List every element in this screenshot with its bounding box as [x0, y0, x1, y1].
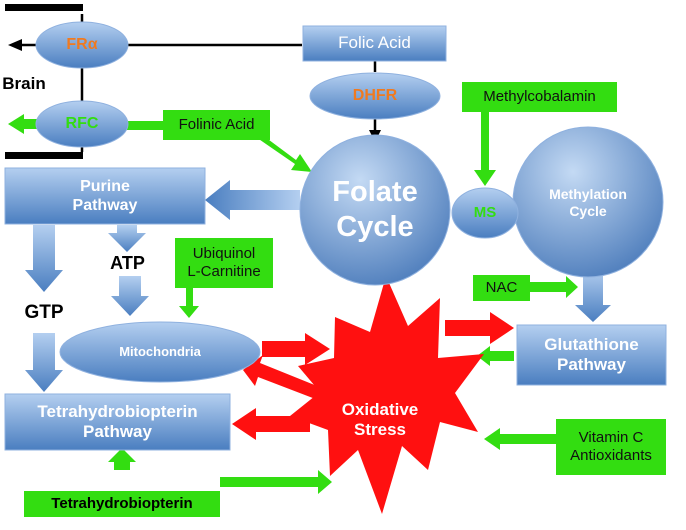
node-shapes: [4, 21, 667, 451]
ubiquinol-carnitine-label: Ubiquinol L-Carnitine: [187, 245, 261, 280]
folinic-acid-label: Folinic Acid: [178, 116, 255, 133]
tetrahydrobiopterin-pathway-label: Tetrahydrobiopterin Pathway: [37, 401, 198, 441]
blue-arrows: [25, 180, 611, 392]
oxidative-stress-star: [290, 276, 484, 514]
dhfr-label: DHFR: [352, 87, 398, 105]
supplement-boxes: [24, 82, 666, 517]
mitochondria-label: Mitochondria: [119, 344, 201, 360]
folic-acid-label: Folic Acid: [338, 33, 411, 53]
vitamin-c-antioxidants-label: Vitamin C Antioxidants: [570, 429, 652, 464]
nac-label: NAC: [485, 279, 518, 296]
rfc-label: RFC: [65, 115, 99, 133]
ms-label: MS: [473, 204, 497, 221]
glutathione-pathway-label: Glutathione Pathway: [544, 334, 639, 374]
oxidative-stress-label: Oxidative Stress: [341, 399, 419, 439]
methylcobalamin-label: Methylcobalamin: [483, 88, 596, 105]
gtp-label: GTP: [24, 301, 64, 323]
brain-barrier-bracket: [5, 4, 83, 159]
red-arrows: [232, 312, 514, 440]
brain-label: Brain: [2, 73, 46, 93]
atp-label: ATP: [110, 253, 145, 274]
purine-pathway-label: Purine Pathway: [72, 177, 138, 214]
tetrahydrobiopterin-label: Tetrahydrobiopterin: [51, 495, 193, 512]
folate-cycle-label: Folate Cycle: [332, 176, 418, 243]
fra-label: FRα: [66, 36, 98, 54]
methylation-cycle-label: Methylation Cycle: [549, 185, 627, 219]
